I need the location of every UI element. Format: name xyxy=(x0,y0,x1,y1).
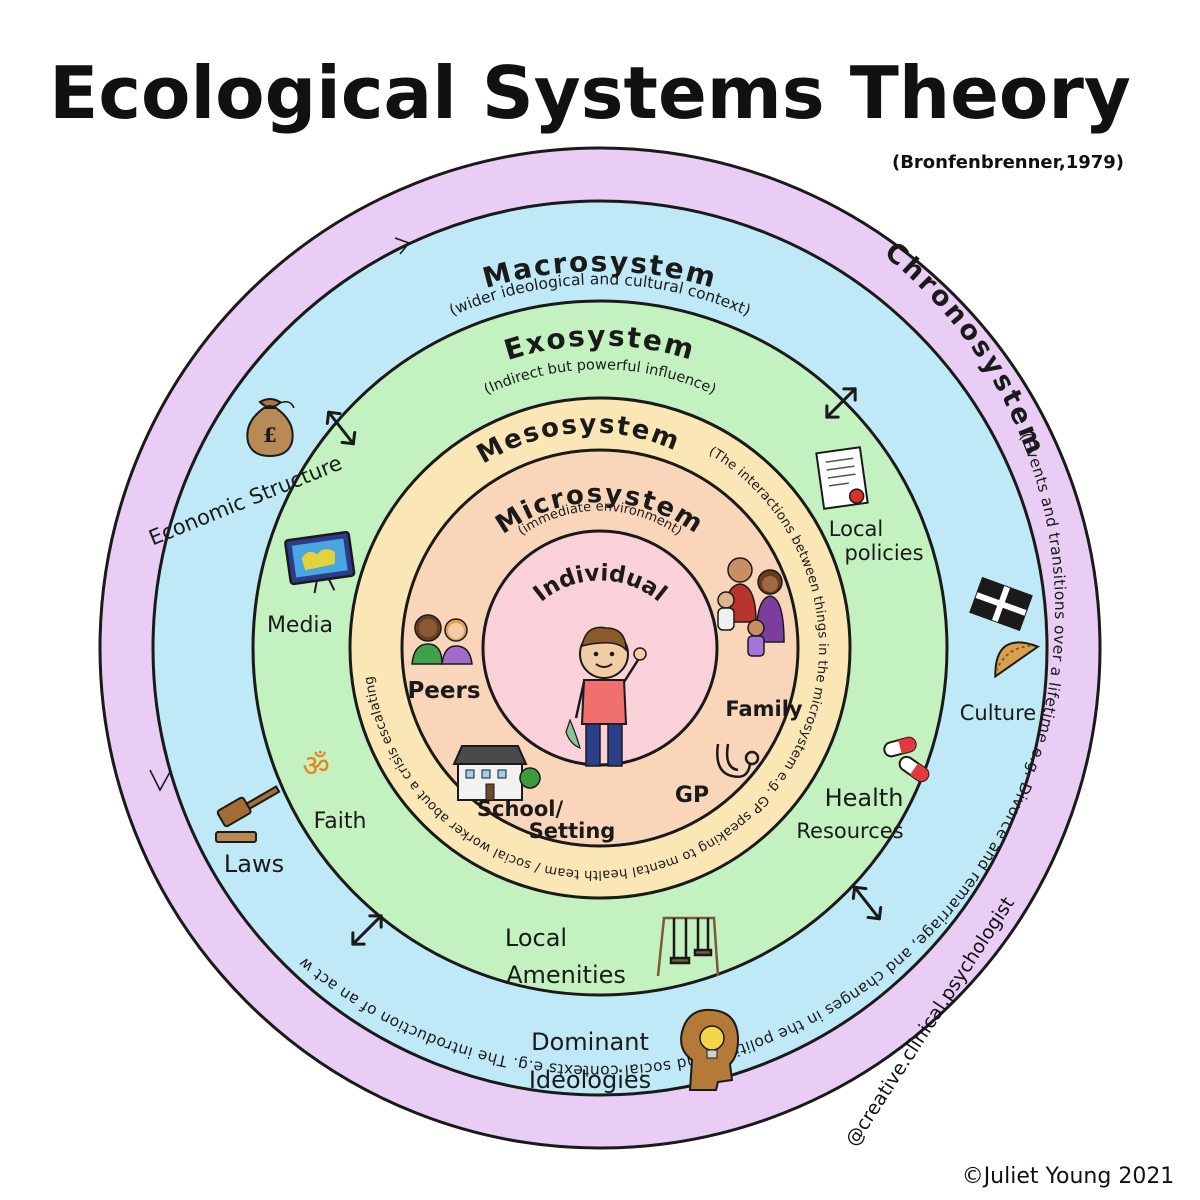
school-setting-label-line2: Setting xyxy=(529,819,616,843)
culture-label: Culture xyxy=(960,701,1036,725)
om-icon: ॐ xyxy=(302,749,329,784)
local-amenities-label-line1: Local xyxy=(505,924,567,952)
svg-text:ॐ: ॐ xyxy=(302,749,329,784)
faith-label: Faith xyxy=(314,809,367,834)
dominant-ideologies-label-line1: Dominant xyxy=(531,1028,649,1056)
family-icon xyxy=(717,557,785,657)
gavel-icon xyxy=(215,785,281,843)
double-arrow-icon xyxy=(825,387,857,419)
certificate-icon xyxy=(815,446,869,510)
flag-icon xyxy=(969,576,1033,632)
local-policies-label-line1: Local xyxy=(829,517,883,541)
family-label: Family xyxy=(725,697,803,721)
local-policies-label-line2: policies xyxy=(844,541,923,565)
child-icon xyxy=(565,626,647,767)
school-setting-label-line1: School/ xyxy=(477,797,564,821)
citation: (Bronfenbrenner,1979) xyxy=(892,152,1124,173)
peers-icon xyxy=(411,614,473,665)
double-arrow-icon xyxy=(351,914,383,946)
house-icon xyxy=(452,745,541,801)
health-resources-label-line1: Health xyxy=(825,784,904,812)
lightbulb-head-icon xyxy=(680,1008,740,1091)
health-resources-label-line2: Resources xyxy=(796,819,903,843)
local-amenities-label-line2: Amenities xyxy=(506,961,626,989)
chronosystem-arrow xyxy=(149,237,411,792)
peers-label: Peers xyxy=(407,678,480,704)
page-title: Ecological Systems Theory xyxy=(49,51,1131,135)
money-bag-icon: £ xyxy=(246,398,295,458)
dominant-ideologies-label-line2: Ideologies xyxy=(529,1066,651,1094)
tv-icon xyxy=(284,530,356,594)
double-arrow-icon xyxy=(851,885,883,921)
gp-label: GP xyxy=(675,783,709,808)
pasty-icon xyxy=(994,641,1041,679)
stethoscope-icon xyxy=(716,743,760,778)
double-arrow-icon xyxy=(325,410,357,446)
svg-text:£: £ xyxy=(263,423,277,447)
media-label: Media xyxy=(267,613,333,638)
pills-icon xyxy=(883,736,930,783)
copyright-credit: ©Juliet Young 2021 xyxy=(962,1164,1175,1189)
swings-icon xyxy=(656,916,720,977)
laws-label: Laws xyxy=(224,850,284,878)
